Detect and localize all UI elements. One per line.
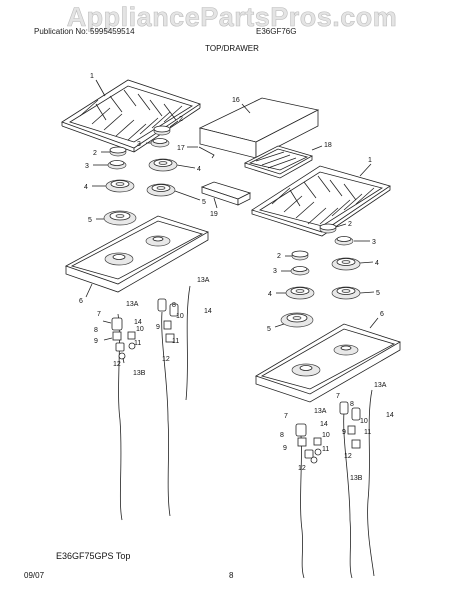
callout-12-right: 12	[298, 465, 306, 472]
callout-6-right: 6	[380, 311, 384, 318]
footer-date: 09/07	[24, 571, 45, 580]
callout-11-left-b: 11	[172, 338, 179, 345]
callout-8-right-b: 8	[350, 401, 354, 408]
drawer-clip[interactable]	[198, 146, 215, 159]
left-burner-cap-2[interactable]	[153, 125, 171, 136]
callout-5-left: 5	[202, 199, 206, 206]
leader-line	[95, 79, 106, 97]
right-burner-cap-2b[interactable]	[291, 250, 309, 261]
right-valves[interactable]	[295, 401, 361, 464]
left-burner-head-4a[interactable]	[148, 158, 178, 172]
right-burner-head-5b[interactable]	[280, 312, 314, 328]
callout-11-left: 11	[134, 340, 141, 347]
callout-7-right-b: 7	[336, 393, 340, 400]
callout-2-left-b: 2	[93, 150, 97, 157]
right-burner-cap-2[interactable]	[319, 223, 337, 234]
publication-number: Publication No: 5995459514	[34, 27, 135, 36]
left-burner-cap-3b[interactable]	[107, 160, 127, 170]
left-burner-cap-2b[interactable]	[109, 146, 127, 157]
callout-2-left: 2	[179, 116, 183, 123]
callout-14-right-b: 14	[386, 412, 394, 419]
section-title: TOP/DRAWER	[205, 44, 259, 53]
callout-10-left-b: 10	[136, 326, 144, 333]
right-burner-head-5a[interactable]	[331, 286, 361, 300]
watermark: AppliancePartsPros.com	[66, 2, 398, 33]
callout-4-right-b: 4	[268, 291, 272, 298]
callout-4-left: 4	[197, 166, 201, 173]
callout-1-right: 1	[368, 157, 372, 164]
callout-10-left: 10	[176, 313, 184, 320]
left-burner-head-5b[interactable]	[103, 210, 137, 226]
left-burner-head-5a[interactable]	[146, 183, 176, 197]
callout-9-left-b: 9	[156, 324, 160, 331]
callout-9-right-b: 9	[342, 429, 346, 436]
callout-2-right: 2	[348, 221, 352, 228]
callout-14-left-b: 14	[204, 308, 212, 315]
model-caption: E36GF75GPS Top	[56, 551, 131, 561]
callout-11-right-b: 11	[364, 429, 371, 436]
callout-18: 18	[324, 142, 332, 149]
callout-3-right: 3	[372, 239, 376, 246]
right-burner-pan[interactable]	[255, 323, 401, 403]
callout-14-left: 14	[134, 319, 142, 326]
left-valves[interactable]	[111, 298, 179, 360]
callout-8-left-b: 8	[172, 302, 176, 309]
callout-4-right: 4	[375, 260, 379, 267]
callout-7-right: 7	[284, 413, 288, 420]
model-header: E36GF76G	[256, 27, 297, 36]
callout-14-right: 14	[320, 421, 328, 428]
right-grate[interactable]	[251, 165, 391, 237]
callout-13A-right-top: 13A	[374, 382, 387, 389]
callout-5-right: 5	[376, 290, 380, 297]
callout-5-left-b: 5	[88, 217, 92, 224]
callout-10-right-b: 10	[322, 432, 330, 439]
callout-13A-left-top: 13A	[197, 277, 210, 284]
callout-13B-left: 13B	[133, 370, 146, 377]
callout-2-right-b: 2	[277, 253, 281, 260]
callout-12-left: 12	[113, 361, 121, 368]
callout-8-left: 8	[94, 327, 98, 334]
page-number: 8	[229, 571, 234, 580]
left-burner-pan[interactable]	[65, 215, 209, 293]
callout-8-right: 8	[280, 432, 284, 439]
callout-17: 17	[177, 145, 185, 152]
callout-19: 19	[210, 211, 218, 218]
callout-12-right-b: 12	[344, 453, 352, 460]
right-burner-head-4a[interactable]	[331, 257, 361, 271]
callout-13A-right: 13A	[314, 408, 327, 415]
left-grate[interactable]	[61, 79, 201, 153]
drawer-bracket[interactable]	[200, 181, 252, 206]
left-gas-tubing[interactable]	[117, 285, 191, 521]
callout-3-right-b: 3	[273, 268, 277, 275]
callout-9-right: 9	[283, 445, 287, 452]
drawer-tray[interactable]	[243, 145, 314, 179]
callout-7-left: 7	[97, 311, 101, 318]
drawer[interactable]	[198, 97, 320, 159]
callout-13A-left: 13A	[126, 301, 139, 308]
callout-10-right: 10	[360, 418, 368, 425]
callout-12-left-b: 12	[162, 356, 170, 363]
callout-3-left: 3	[137, 141, 141, 148]
right-burner-cap-3b[interactable]	[290, 266, 310, 276]
left-burner-head-4b[interactable]	[105, 179, 135, 193]
callout-3-left-b: 3	[85, 163, 89, 170]
callout-4-left-b: 4	[84, 184, 88, 191]
left-burner-cap-3[interactable]	[150, 138, 170, 148]
callout-9-left: 9	[94, 338, 98, 345]
callout-1-left: 1	[90, 73, 94, 80]
right-burner-head-4b[interactable]	[285, 286, 315, 300]
right-burner-cap-3[interactable]	[334, 236, 354, 246]
callout-16: 16	[232, 97, 240, 104]
callout-6-left: 6	[79, 298, 83, 305]
right-gas-tubing[interactable]	[299, 389, 375, 579]
callout-5-right-b: 5	[267, 326, 271, 333]
callout-13B-right: 13B	[350, 475, 363, 482]
callout-11-right: 11	[322, 446, 329, 453]
